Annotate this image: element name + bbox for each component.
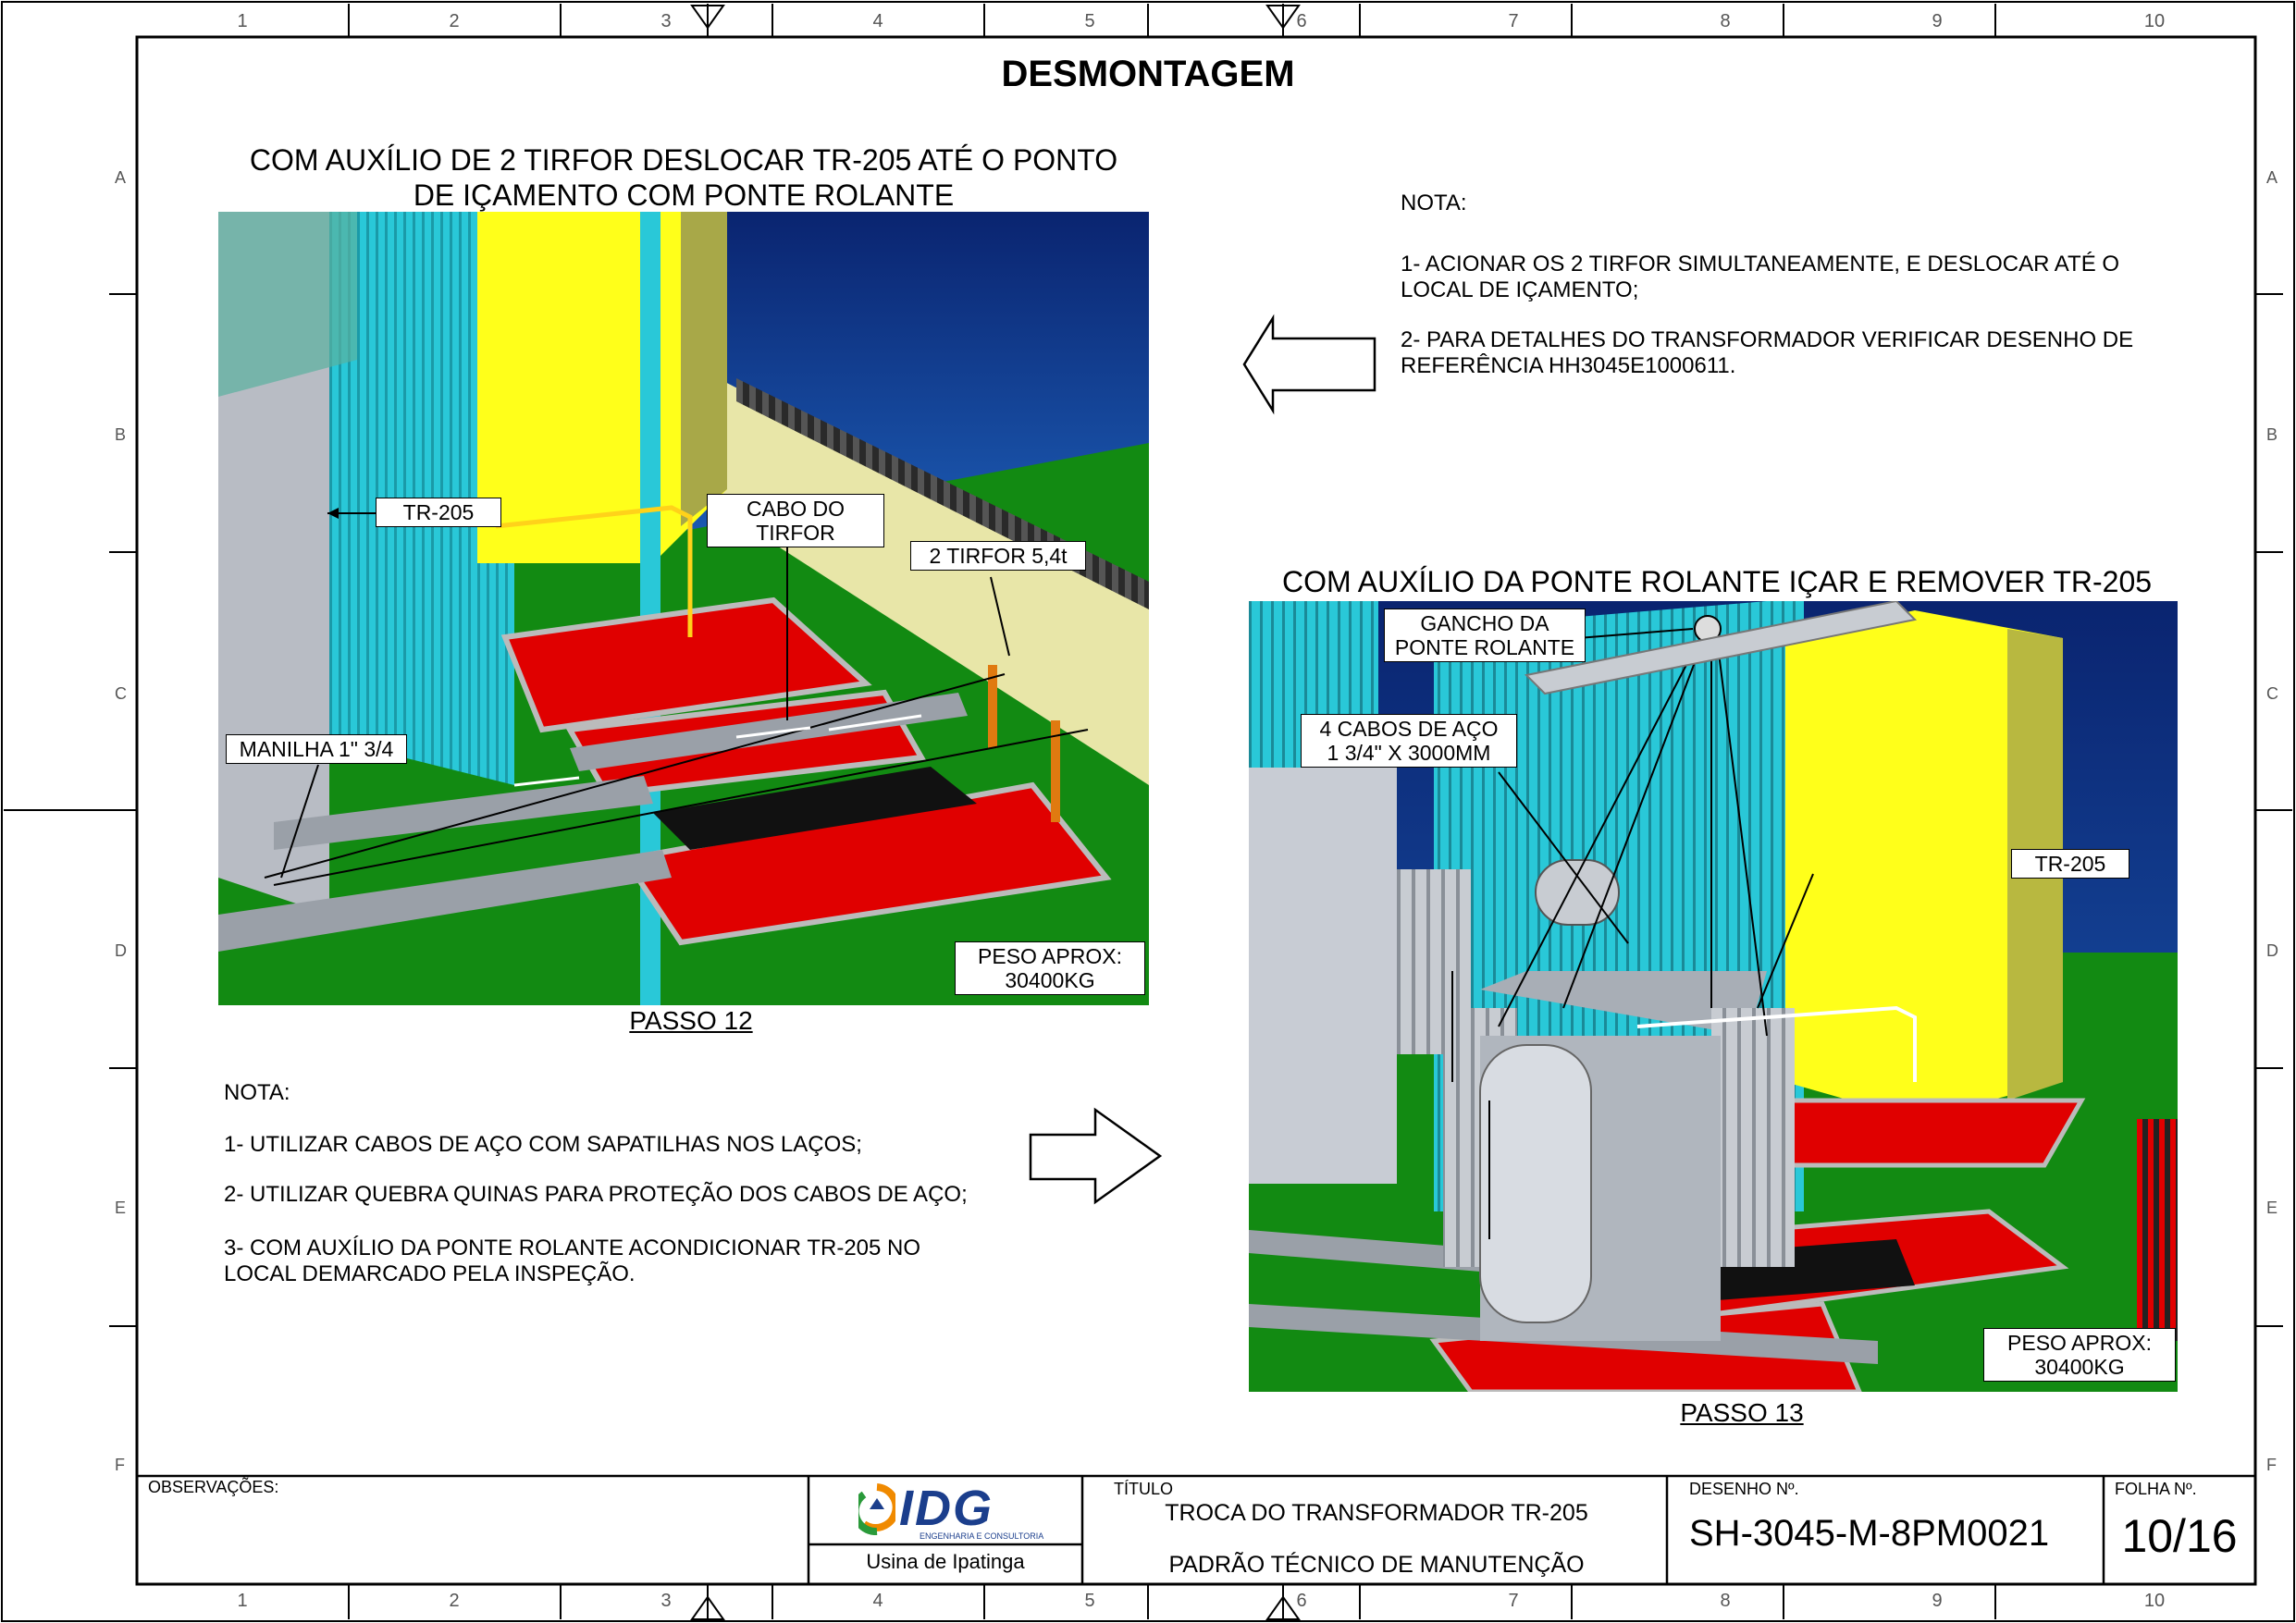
passo-13: PASSO 13 bbox=[1680, 1398, 1804, 1427]
row-letter-e: E bbox=[115, 1199, 127, 1217]
titulo-line2: PADRÃO TÉCNICO DE MANUTENÇÃO bbox=[1168, 1552, 1585, 1578]
left-nota-item-2: 2- UTILIZAR QUEBRA QUINAS PARA PROTEÇÃO … bbox=[224, 1182, 968, 1207]
label-manilha: MANILHA 1" 3/4 bbox=[226, 734, 407, 764]
desenho-label: DESENHO Nº. bbox=[1689, 1480, 1799, 1498]
col-num-4-bottom: 4 bbox=[872, 1591, 883, 1611]
row-letter-d-right: D bbox=[2266, 941, 2278, 960]
col-num-5-bottom: 5 bbox=[1084, 1591, 1095, 1611]
col-num-9: 9 bbox=[1932, 11, 1943, 31]
col-num-6-bottom: 6 bbox=[1296, 1591, 1307, 1611]
row-letter-b-right: B bbox=[2266, 425, 2278, 444]
label-tr205-right: TR-205 bbox=[2011, 849, 2129, 879]
idg-logo-sub: ENGENHARIA E CONSULTORIA bbox=[920, 1531, 1044, 1541]
plant-name: Usina de Ipatinga bbox=[866, 1550, 1025, 1573]
folha-label: FOLHA Nº. bbox=[2115, 1480, 2197, 1498]
left-caption: COM AUXÍLIO DE 2 TIRFOR DESLOCAR TR-205 … bbox=[218, 142, 1149, 213]
left-caption-line1: COM AUXÍLIO DE 2 TIRFOR DESLOCAR TR-205 … bbox=[249, 143, 1118, 177]
row-letter-e-right: E bbox=[2266, 1199, 2278, 1217]
label-cabos-line2: 1 3/4" X 3000MM bbox=[1327, 741, 1491, 765]
col-num-7-bottom: 7 bbox=[1508, 1591, 1519, 1611]
label-cabo-line2: TIRFOR bbox=[756, 521, 835, 545]
left-nota-item-3: 3- COM AUXÍLIO DA PONTE ROLANTE ACONDICI… bbox=[224, 1236, 921, 1260]
idg-logo-icon bbox=[858, 1483, 895, 1535]
label-4-cabos: 4 CABOS DE AÇO 1 3/4" X 3000MM bbox=[1301, 714, 1517, 768]
right-nota-item-4: REFERÊNCIA HH3045E1000611. bbox=[1401, 353, 1736, 378]
col-num-7: 7 bbox=[1508, 11, 1519, 31]
row-letter-f: F bbox=[115, 1456, 125, 1474]
left-nota-item-4: LOCAL DEMARCADO PELA INSPEÇÃO. bbox=[224, 1261, 636, 1286]
titulo-line1: TROCA DO TRANSFORMADOR TR-205 bbox=[1165, 1500, 1588, 1526]
col-num-2-bottom: 2 bbox=[449, 1591, 460, 1611]
label-cabos-line1: 4 CABOS DE AÇO bbox=[1319, 717, 1499, 741]
col-num-10-bottom: 10 bbox=[2143, 1591, 2166, 1611]
row-letter-a: A bbox=[115, 168, 127, 187]
idg-logo-text: IDG bbox=[899, 1481, 994, 1536]
col-num-5: 5 bbox=[1084, 11, 1095, 31]
col-num-6: 6 bbox=[1296, 11, 1307, 31]
col-num-1: 1 bbox=[237, 11, 248, 31]
desenho-number: SH-3045-M-8PM0021 bbox=[1689, 1513, 2050, 1554]
label-peso-right-line2: 30400KG bbox=[2034, 1355, 2125, 1379]
col-num-8-bottom: 8 bbox=[1720, 1591, 1731, 1611]
label-gancho: GANCHO DA PONTE ROLANTE bbox=[1384, 609, 1586, 662]
col-num-3-bottom: 3 bbox=[660, 1591, 672, 1611]
page-title: DESMONTAGEM bbox=[1001, 54, 1295, 94]
label-cabo-tirfor: CABO DO TIRFOR bbox=[707, 494, 884, 547]
step12-illustration bbox=[218, 212, 1149, 1005]
passo-12: PASSO 12 bbox=[629, 1006, 753, 1035]
right-nota-title: NOTA: bbox=[1401, 191, 1467, 215]
label-peso-right: PESO APROX: 30400KG bbox=[1983, 1328, 2176, 1382]
label-gancho-line2: PONTE ROLANTE bbox=[1394, 635, 1575, 659]
titulo-label: TÍTULO bbox=[1114, 1480, 1174, 1498]
label-peso-left: PESO APROX: 30400KG bbox=[955, 941, 1145, 995]
col-num-2: 2 bbox=[449, 11, 460, 31]
col-num-4: 4 bbox=[872, 11, 883, 31]
left-nota-title: NOTA: bbox=[224, 1080, 290, 1105]
folha-number: 10/16 bbox=[2121, 1510, 2238, 1562]
label-tr205-left: TR-205 bbox=[376, 498, 501, 527]
col-num-1-bottom: 1 bbox=[237, 1591, 248, 1611]
label-peso-right-line1: PESO APROX: bbox=[2007, 1331, 2152, 1355]
row-letter-a-right: A bbox=[2266, 168, 2278, 187]
col-num-8: 8 bbox=[1720, 11, 1731, 31]
row-letter-d: D bbox=[115, 941, 127, 960]
col-num-9-bottom: 9 bbox=[1932, 1591, 1943, 1611]
label-cabo-line1: CABO DO bbox=[746, 497, 846, 521]
right-nota-item-3: 2- PARA DETALHES DO TRANSFORMADOR VERIFI… bbox=[1401, 327, 2134, 352]
label-2-tirfor: 2 TIRFOR 5,4t bbox=[910, 541, 1086, 571]
row-letter-f-right: F bbox=[2266, 1456, 2277, 1474]
left-nota-item-1: 1- UTILIZAR CABOS DE AÇO COM SAPATILHAS … bbox=[224, 1132, 862, 1157]
col-num-10: 10 bbox=[2143, 11, 2166, 31]
right-nota-item-1: 1- ACIONAR OS 2 TIRFOR SIMULTANEAMENTE, … bbox=[1401, 252, 2120, 277]
right-caption: COM AUXÍLIO DA PONTE ROLANTE IÇAR E REMO… bbox=[1281, 565, 2153, 598]
right-nota-item-2: LOCAL DE IÇAMENTO; bbox=[1401, 277, 1639, 302]
label-peso-left-line1: PESO APROX: bbox=[978, 944, 1122, 968]
col-num-3: 3 bbox=[660, 11, 672, 31]
label-peso-left-line2: 30400KG bbox=[1005, 968, 1095, 992]
label-gancho-line1: GANCHO DA bbox=[1420, 611, 1549, 635]
row-letter-c: C bbox=[115, 684, 127, 703]
left-arrow-shape bbox=[1242, 314, 1376, 415]
row-letter-c-right: C bbox=[2266, 684, 2278, 703]
left-caption-line2: DE IÇAMENTO COM PONTE ROLANTE bbox=[413, 178, 955, 212]
row-letter-b: B bbox=[115, 425, 127, 444]
observacoes-label: OBSERVAÇÕES: bbox=[148, 1478, 279, 1496]
right-arrow-shape bbox=[1029, 1107, 1163, 1205]
